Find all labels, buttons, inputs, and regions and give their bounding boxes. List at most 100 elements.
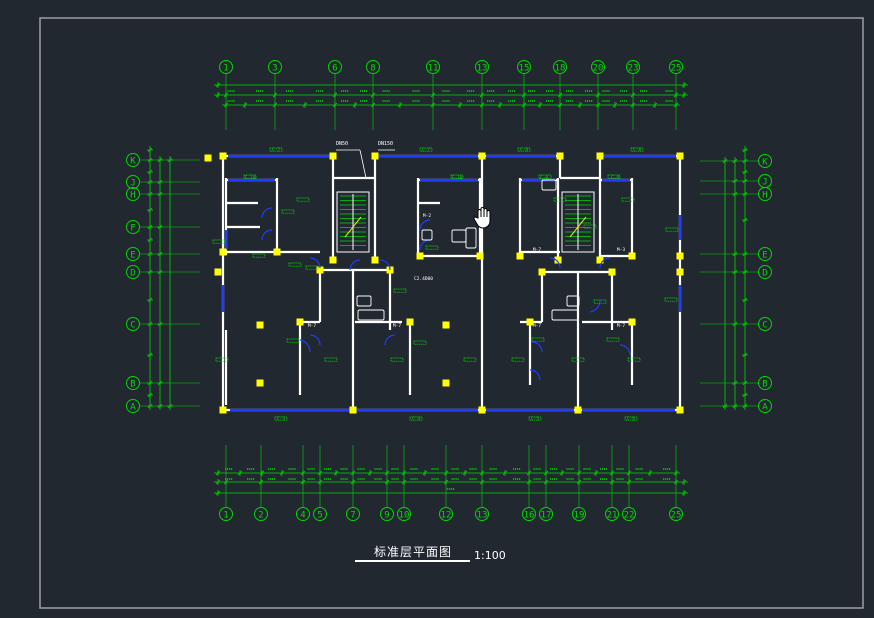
door-swing bbox=[384, 334, 396, 346]
axis-bubble-label: 1 bbox=[223, 511, 228, 521]
column bbox=[676, 268, 684, 276]
axis-top-1: 1 bbox=[219, 60, 233, 74]
plan-annotation-mark bbox=[419, 147, 433, 152]
axis-bottom-25: 25 bbox=[669, 507, 683, 521]
axis-bottom-22: 22 bbox=[622, 507, 636, 521]
window-label: C-8 bbox=[520, 147, 528, 153]
axis-bubble-circle bbox=[758, 265, 772, 279]
column bbox=[219, 248, 227, 256]
plan-annotation-mark bbox=[450, 174, 464, 179]
axis-bubble-circle bbox=[313, 507, 327, 521]
axis-bottom-5: 5 bbox=[313, 507, 327, 521]
axis-bubble-circle bbox=[126, 220, 140, 234]
axis-bottom-12: 12 bbox=[439, 507, 453, 521]
plan-annotation-mark bbox=[409, 416, 423, 421]
plan-annotation-mark bbox=[324, 357, 338, 362]
axis-bubble-label: 11 bbox=[428, 64, 439, 74]
axis-left-C: C bbox=[126, 317, 140, 331]
plan-annotation-mark bbox=[664, 297, 678, 302]
axis-bubble-circle bbox=[758, 399, 772, 413]
window-label: C-10 bbox=[245, 175, 256, 181]
axis-bottom-1: 1 bbox=[219, 507, 233, 521]
column bbox=[676, 406, 684, 414]
column bbox=[296, 318, 304, 326]
axis-bubble-label: A bbox=[130, 403, 136, 413]
column bbox=[596, 152, 604, 160]
column bbox=[556, 152, 564, 160]
axis-bubble-label: 5 bbox=[317, 511, 322, 521]
column bbox=[538, 268, 546, 276]
plan-annotation-mark bbox=[665, 227, 679, 232]
axis-bubble-circle bbox=[758, 187, 772, 201]
plan-annotation-mark bbox=[288, 262, 302, 267]
axis-bottom-21: 21 bbox=[605, 507, 619, 521]
axis-bubble-circle bbox=[126, 153, 140, 167]
axis-bubble-label: 6 bbox=[332, 64, 337, 74]
plan-annotation-mark bbox=[571, 357, 585, 362]
door-swing bbox=[619, 344, 631, 356]
door-swing bbox=[419, 219, 431, 231]
axis-bubble-label: E bbox=[762, 251, 767, 261]
axis-bottom-16: 16 bbox=[522, 507, 536, 521]
axis-bubble-circle bbox=[426, 60, 440, 74]
axis-bubble-circle bbox=[669, 507, 683, 521]
door-label: M-7 bbox=[533, 323, 541, 329]
plan-annotation-mark bbox=[583, 224, 597, 229]
column bbox=[214, 268, 222, 276]
column bbox=[554, 256, 562, 264]
axis-bubble-circle bbox=[126, 317, 140, 331]
stair-right bbox=[561, 191, 595, 253]
column bbox=[219, 152, 227, 160]
axis-bubble-label: K bbox=[762, 158, 768, 168]
axis-bubble-label: D bbox=[130, 269, 135, 279]
pipe-leader bbox=[359, 149, 367, 179]
door-swing bbox=[299, 339, 311, 353]
axis-bubble-label: D bbox=[762, 269, 767, 279]
axis-bubble-label: K bbox=[130, 157, 136, 167]
column bbox=[329, 152, 337, 160]
drawing-frame bbox=[39, 17, 864, 609]
stair-arrow bbox=[569, 216, 587, 238]
axis-bubble-label: 2 bbox=[258, 511, 263, 521]
column bbox=[204, 154, 212, 162]
axis-bubble-label: 8 bbox=[370, 64, 375, 74]
axis-bottom-19: 19 bbox=[572, 507, 586, 521]
axis-bubble-circle bbox=[758, 154, 772, 168]
drawing-scale: 1:100 bbox=[474, 549, 506, 562]
axis-bubble-circle bbox=[605, 507, 619, 521]
axis-bubble-circle bbox=[475, 60, 489, 74]
axis-grid-lines bbox=[140, 74, 758, 507]
axis-top-13: 13 bbox=[475, 60, 489, 74]
column bbox=[219, 406, 227, 414]
axis-bubble-circle bbox=[758, 317, 772, 331]
axis-bubble-label: 25 bbox=[671, 511, 682, 521]
door-label: M-3 bbox=[617, 247, 625, 253]
axis-bubble-label: 4 bbox=[300, 511, 305, 521]
plan-annotation-mark bbox=[593, 299, 607, 304]
axis-bubble-circle bbox=[622, 507, 636, 521]
door-swing bbox=[349, 259, 361, 271]
axis-bubble-label: 16 bbox=[524, 511, 535, 521]
counter-fixture bbox=[541, 179, 557, 191]
column bbox=[596, 256, 604, 264]
window-label: C-7 bbox=[272, 147, 280, 153]
walls bbox=[221, 154, 682, 412]
stair-outline bbox=[561, 191, 595, 253]
window-label: C-9 bbox=[611, 175, 619, 181]
axis-bubble-circle bbox=[126, 175, 140, 189]
axis-bubble-label: C bbox=[130, 321, 135, 331]
axis-left-B: B bbox=[126, 376, 140, 390]
door-swing bbox=[589, 299, 601, 313]
axis-bubble-circle bbox=[268, 60, 282, 74]
axis-bottom-17: 17 bbox=[539, 507, 553, 521]
axis-top-3: 3 bbox=[268, 60, 282, 74]
column bbox=[371, 256, 379, 264]
window-label: C-6 bbox=[627, 416, 635, 422]
axis-left-D: D bbox=[126, 265, 140, 279]
axis-bubble-label: 19 bbox=[574, 511, 585, 521]
axis-bubble-label: 3 bbox=[272, 64, 277, 74]
column bbox=[442, 321, 450, 329]
plan-annotation-mark bbox=[538, 174, 552, 179]
axis-bubble-circle bbox=[626, 60, 640, 74]
axis-right-J: J bbox=[758, 174, 772, 188]
